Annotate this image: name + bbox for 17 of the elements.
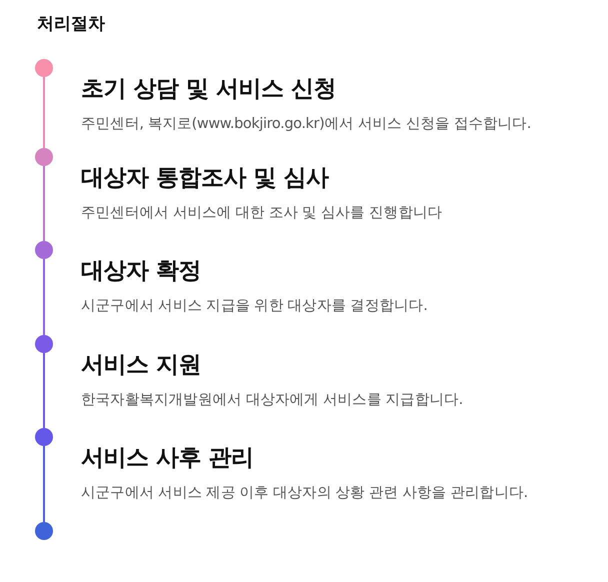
step-description: 한국자활복지개발원에서 대상자에게 서비스를 지급합니다.	[81, 391, 463, 409]
step-description: 시군구에서 서비스 지급을 위한 대상자를 결정합니다.	[81, 297, 428, 315]
step-description: 주민센터에서 서비스에 대한 조사 및 심사를 진행합니다	[81, 204, 442, 222]
timeline-connector	[43, 166, 45, 241]
step-heading: 서비스 지원	[81, 351, 202, 380]
step-description: 주민센터, 복지로(www.bokjiro.go.kr)에서 서비스 신청을 접수합니다.	[81, 115, 532, 133]
section-title: 처리절차	[37, 13, 105, 35]
step-heading: 대상자 통합조사 및 심사	[81, 164, 329, 193]
step-heading: 대상자 확정	[81, 257, 202, 286]
timeline-connector	[43, 259, 45, 335]
step-description: 시군구에서 서비스 제공 이후 대상자의 상황 관련 사항을 관리합니다.	[81, 484, 528, 502]
step-heading: 초기 상담 및 서비스 신청	[81, 75, 336, 104]
timeline-connector	[43, 353, 45, 428]
timeline-connector	[43, 446, 45, 522]
timeline-dot	[35, 522, 53, 540]
step-heading: 서비스 사후 관리	[81, 444, 254, 473]
timeline-connector	[43, 77, 45, 148]
